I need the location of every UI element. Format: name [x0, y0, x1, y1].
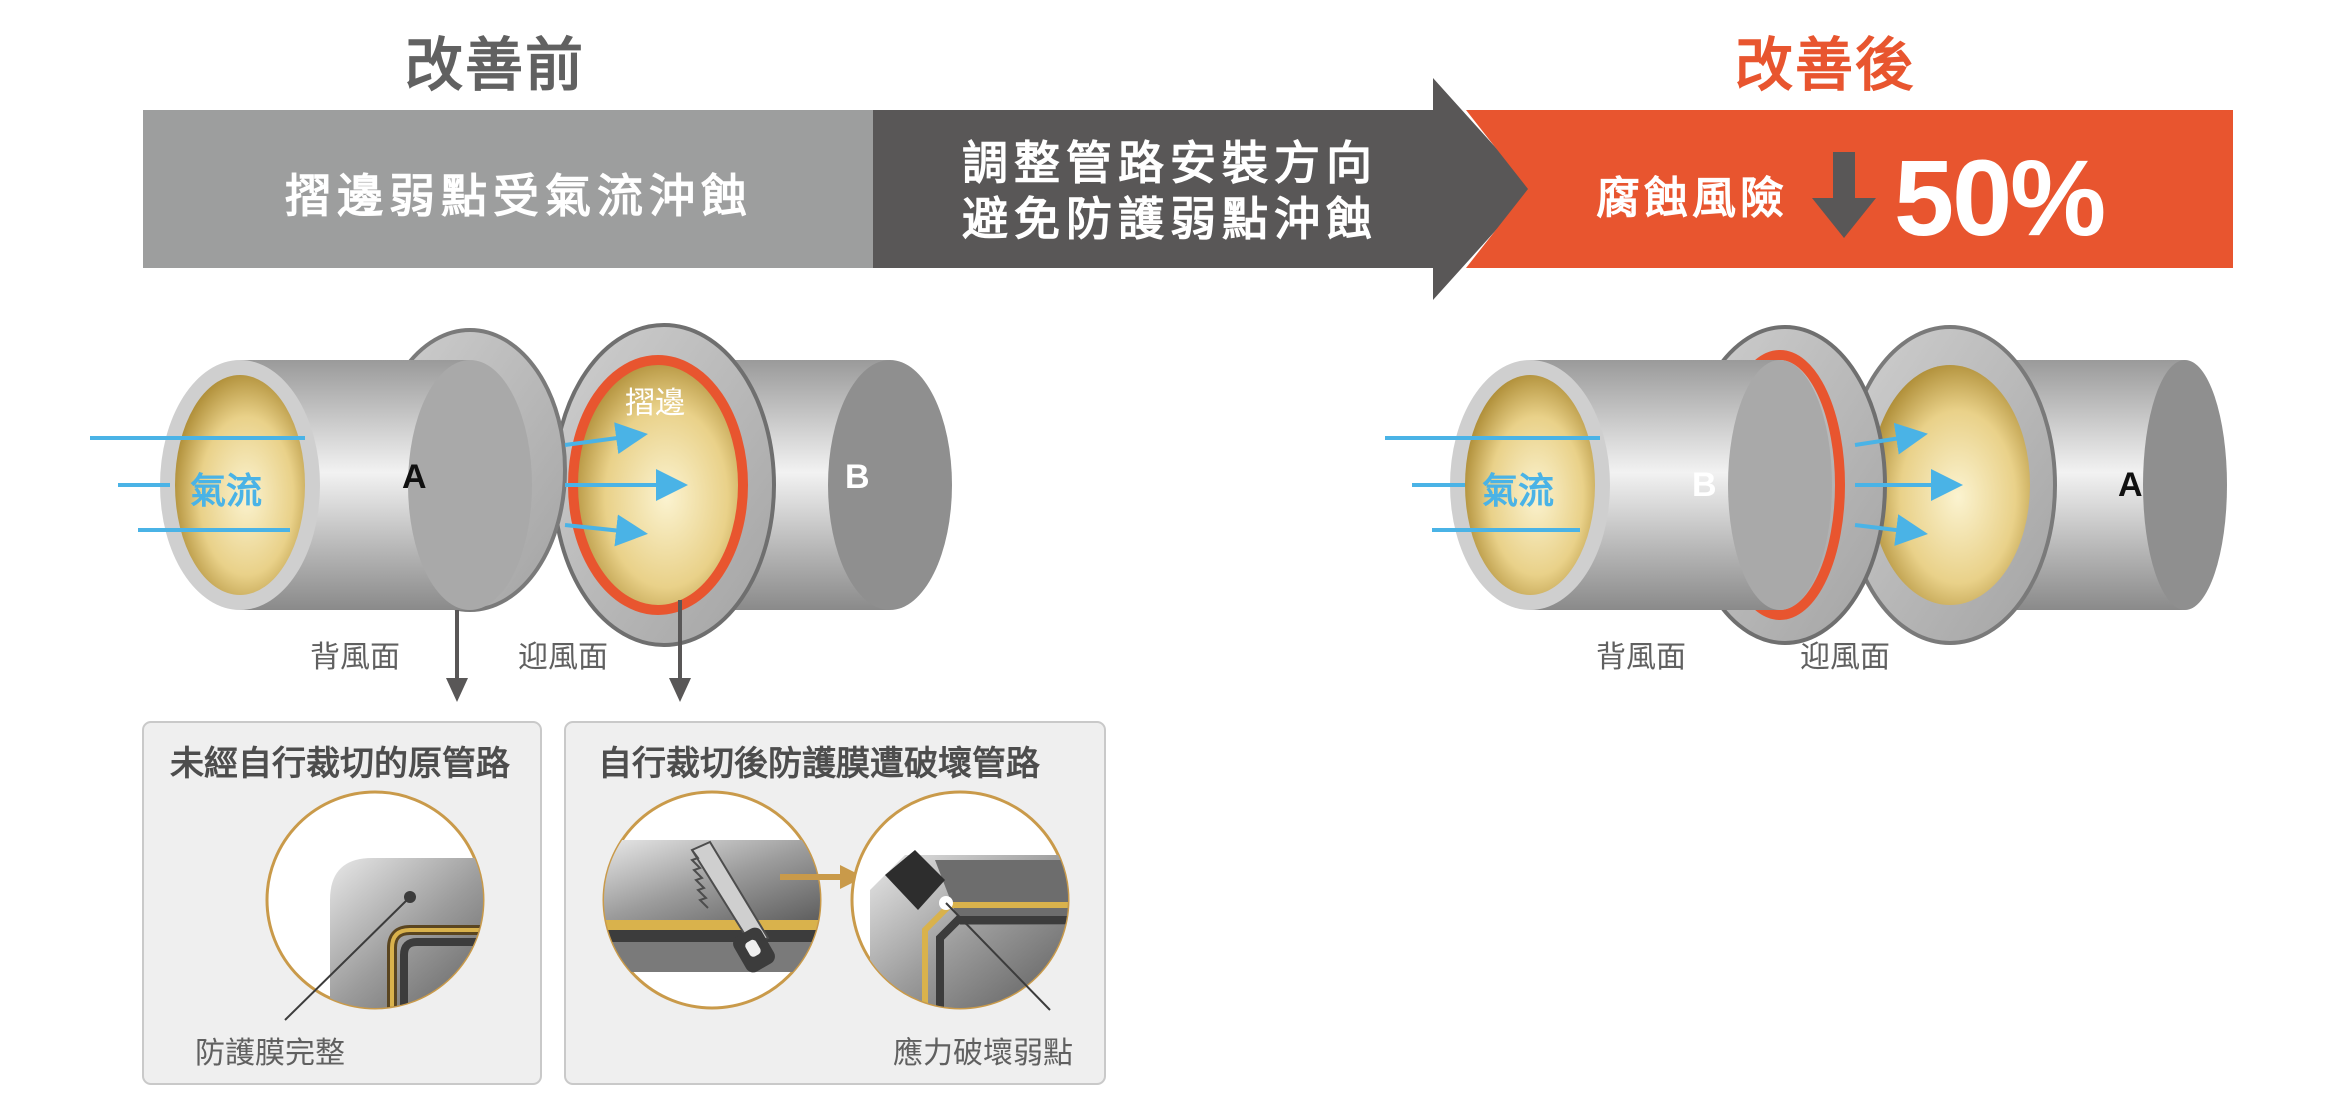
banner-middle-line1: 調整管路安裝方向 [962, 136, 1378, 190]
banner-before-text: 摺邊弱點受氣流沖蝕 [285, 169, 753, 223]
banner-middle-text: 調整管路安裝方向 避免防護弱點沖蝕 [962, 135, 1378, 247]
before-callout-arrows [446, 600, 691, 702]
before-pipe-a-label: A [402, 458, 427, 496]
before-pipe-b-label: B [845, 458, 870, 496]
after-pipe-a-label: A [2118, 466, 2143, 504]
saw-icon [690, 840, 775, 973]
after-windward-label: 迎風面 [1800, 640, 1890, 675]
box-damaged-title: 自行裁切後防護膜遭破壞管路 [598, 744, 1040, 784]
before-pipe-a [160, 328, 567, 612]
banner-middle-line2: 避免防護弱點沖蝕 [962, 192, 1378, 246]
original-coating-detail [265, 790, 485, 1021]
before-flange-label: 摺邊 [625, 386, 685, 421]
after-airflow-arrows [1385, 422, 1963, 546]
before-airflow-arrows [90, 422, 688, 547]
before-airflow-label: 氣流 [190, 471, 263, 512]
after-pipe-b-label: B [1692, 466, 1717, 504]
before-windward-label: 迎風面 [518, 640, 608, 675]
after-pipe-b [1450, 325, 1887, 645]
heading-after: 改善後 [1735, 31, 1916, 99]
banner [143, 78, 2233, 300]
down-arrow-icon [1812, 152, 1876, 238]
saw-cut-detail [602, 790, 822, 1010]
box-original-title: 未經自行裁切的原管路 [170, 744, 510, 784]
transition-arrow-icon [780, 865, 864, 889]
box-original-caption: 防護膜完整 [195, 1036, 345, 1071]
banner-after-text: 腐蝕風險 [1596, 173, 1788, 224]
box-damaged-caption: 應力破壞弱點 [893, 1036, 1073, 1071]
after-leeward-label: 背風面 [1596, 640, 1686, 675]
after-airflow-label: 氣流 [1482, 471, 1555, 512]
banner-before-segment [143, 110, 873, 268]
before-leeward-label: 背風面 [310, 640, 400, 675]
heading-before: 改善前 [405, 31, 586, 99]
risk-reduction-value: 50% [1894, 137, 2106, 258]
banner-middle-arrow [873, 78, 1533, 300]
broken-coating-detail [850, 790, 1070, 1011]
